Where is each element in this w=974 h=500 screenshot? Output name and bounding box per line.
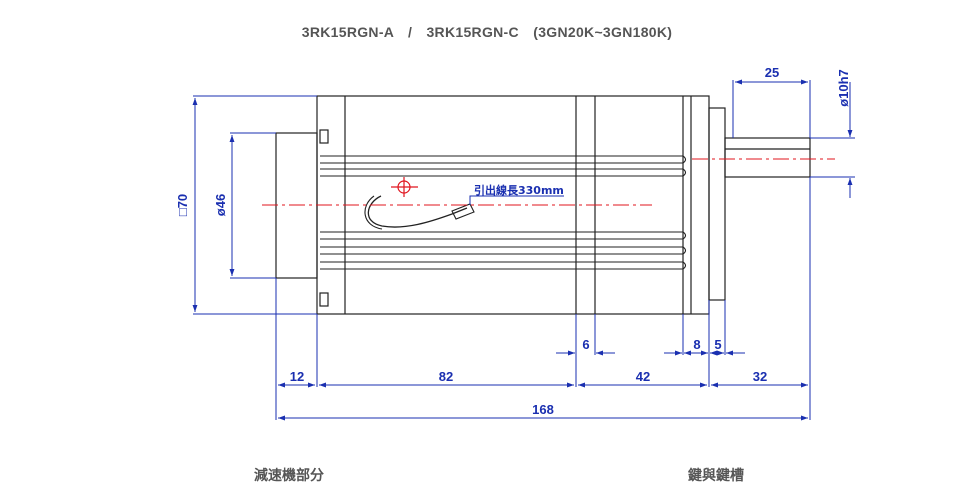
dim-6: 6 <box>582 337 589 352</box>
caption-key-keyway: 鍵與鍵槽 <box>688 468 744 484</box>
motor-outline <box>275 95 811 315</box>
dim-5: 5 <box>714 337 721 352</box>
dim-82: 82 <box>439 369 453 384</box>
mount-hole-bottom <box>319 292 329 307</box>
dim-pilot-dia: ø46 <box>213 194 228 216</box>
dim-12: 12 <box>290 369 304 384</box>
drawing-title: 3RK15RGN-A / 3RK15RGN-C (3GN20K~3GN180K) <box>301 24 673 40</box>
output-flange <box>708 107 726 301</box>
dim-42: 42 <box>636 369 650 384</box>
dim-body-square: □70 <box>175 194 190 216</box>
dim-8: 8 <box>693 337 700 352</box>
cooling-fins <box>320 155 687 270</box>
lead-wire <box>367 195 468 228</box>
output-shaft <box>724 137 811 178</box>
lead-marker <box>391 177 418 197</box>
dimension-lines <box>192 79 855 421</box>
mount-hole-top <box>319 129 329 144</box>
lead-wire-note: 引出線長330mm <box>474 183 564 197</box>
caption-gearhead: 減速機部分 <box>254 468 324 484</box>
dim-shaft-dia: ø10h7 <box>836 69 851 107</box>
dim-overall: 168 <box>532 402 554 417</box>
center-lines <box>262 158 835 206</box>
dim-shaft-length: 25 <box>765 65 779 80</box>
dim-32: 32 <box>753 369 767 384</box>
